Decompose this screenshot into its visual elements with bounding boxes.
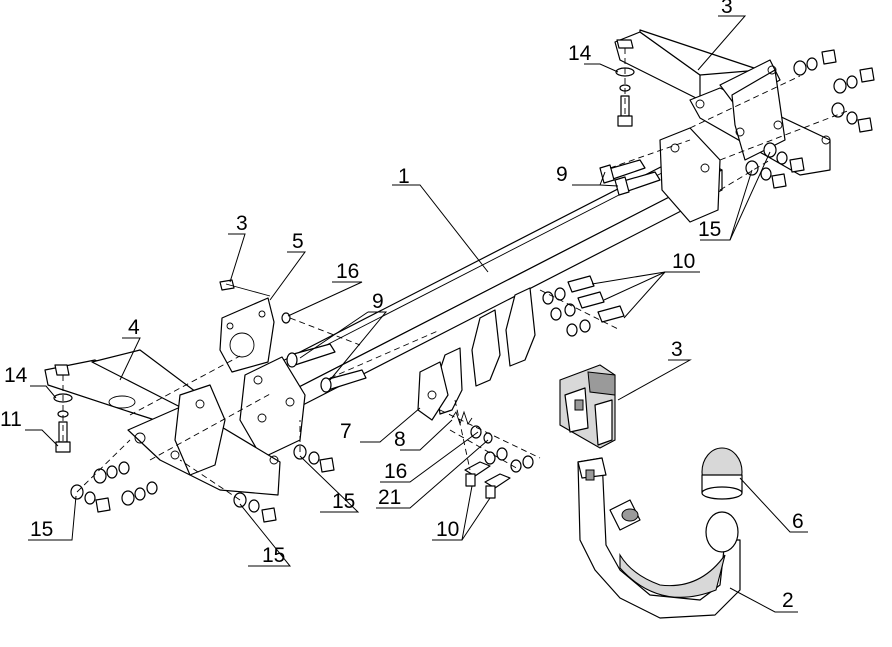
callout-3-top-right: 3 [721, 0, 733, 18]
callout-11: 11 [0, 408, 22, 431]
leader-lines [25, 15, 808, 613]
callout-14-left: 14 [4, 364, 28, 387]
spring-8 [451, 410, 493, 444]
callout-15-bottom-left: 15 [30, 518, 53, 541]
assembly-lines [62, 48, 851, 501]
left-side-member [44, 349, 281, 496]
callout-15-bottom-right: 15 [262, 544, 285, 567]
right-side-member [614, 29, 831, 176]
callout-9-top: 9 [556, 163, 568, 186]
bolts-9-mid [286, 343, 367, 393]
callout-3-box: 3 [671, 338, 683, 361]
bolts-9-top [599, 159, 661, 196]
bracket-7 [417, 361, 449, 421]
callout-2: 2 [782, 589, 794, 612]
callout-labels: 1 2 3 3 3 4 5 6 7 8 9 9 10 10 11 14 14 1… [0, 0, 804, 612]
callout-7: 7 [340, 420, 352, 443]
center-brackets [435, 287, 536, 415]
callout-16-top: 16 [336, 260, 359, 283]
bolt-stack-left [53, 364, 73, 453]
bracket-5 [219, 279, 291, 373]
callout-10-right: 10 [672, 250, 695, 273]
callout-3-left: 3 [236, 212, 248, 235]
callout-4: 4 [128, 316, 140, 339]
callout-1: 1 [398, 165, 410, 188]
module-3 [559, 364, 616, 449]
bolt-stack-top-right [615, 39, 635, 127]
tow-ball-6 [701, 447, 743, 553]
bolts-10-cluster [542, 275, 625, 337]
callout-9-mid: 9 [372, 290, 384, 313]
callout-15-top: 15 [698, 218, 721, 241]
callout-10-bottom: 10 [436, 518, 459, 541]
washers-right [745, 49, 875, 189]
crossbar-left-plate [239, 356, 306, 459]
callout-16-bottom: 16 [384, 460, 407, 483]
callout-6: 6 [792, 510, 804, 533]
callout-14-top: 14 [568, 42, 592, 65]
bolts-10-bottom [464, 447, 534, 499]
callout-8: 8 [394, 428, 406, 451]
callout-21: 21 [378, 486, 401, 509]
callout-5: 5 [292, 230, 304, 253]
callout-15-bottom-mid: 15 [332, 490, 355, 513]
